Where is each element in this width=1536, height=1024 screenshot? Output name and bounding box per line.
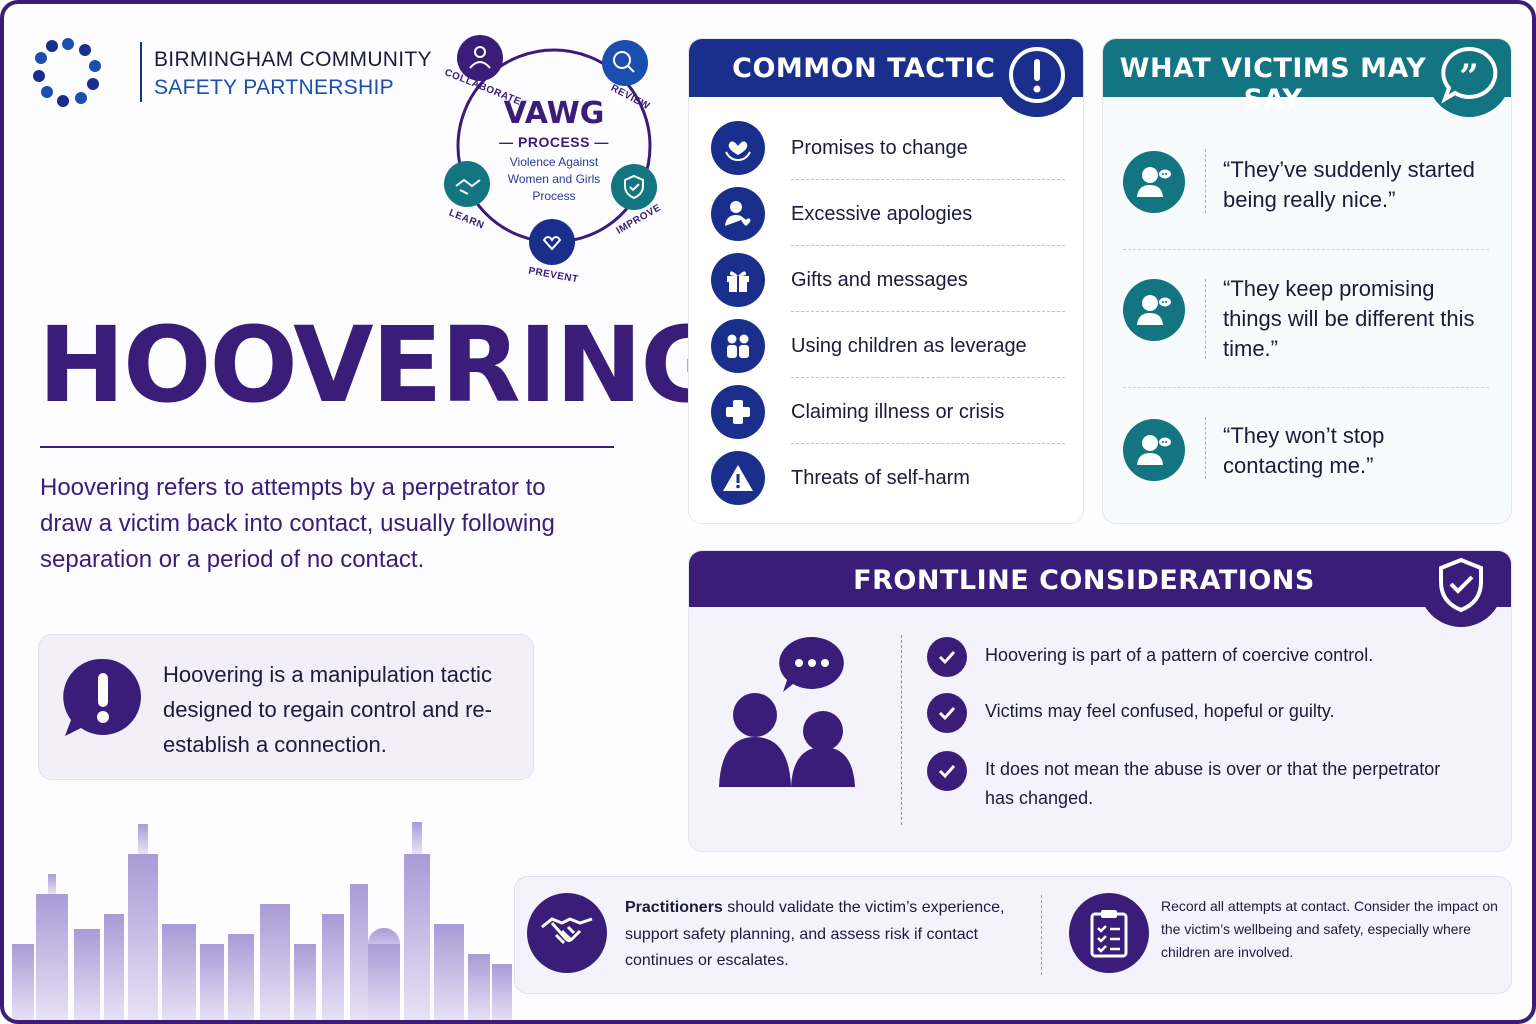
consideration-item: Victims may feel confused, hopeful or gu… bbox=[927, 693, 1487, 733]
medical-cross-icon bbox=[711, 385, 765, 439]
tactic-item: Threats of self-harm bbox=[709, 443, 1065, 509]
quote-text: “They keep promising things will be diff… bbox=[1223, 276, 1475, 361]
tactic-separator bbox=[791, 311, 1065, 312]
consideration-text: Hoovering is part of a pattern of coerci… bbox=[985, 645, 1374, 665]
shield-check-icon bbox=[1419, 551, 1503, 627]
note-text: Hoovering is a manipulation tactic desig… bbox=[163, 662, 492, 757]
tactic-label: Gifts and messages bbox=[791, 269, 968, 291]
page-title: HOOVERING bbox=[38, 304, 726, 426]
speaking-person-icon bbox=[1123, 419, 1185, 481]
quote-item: “They’ve suddenly started being really n… bbox=[1123, 149, 1493, 229]
vawg-process-diagram: VAWG — PROCESS — Violence Against Women … bbox=[434, 22, 674, 292]
guidance-divider bbox=[1041, 895, 1042, 975]
gift-icon bbox=[711, 253, 765, 307]
record-guidance: Record all attempts at contact. Consider… bbox=[1161, 898, 1498, 960]
practitioners-rest: should validate the victim’s experience,… bbox=[625, 899, 1005, 969]
tactic-separator bbox=[791, 443, 1065, 444]
tactic-label: Claiming illness or crisis bbox=[791, 401, 1005, 423]
checkmark-icon bbox=[927, 637, 967, 677]
warning-icon bbox=[711, 451, 765, 505]
quote-text: “They won’t stop contacting me.” bbox=[1223, 423, 1385, 478]
logo-divider bbox=[140, 42, 142, 102]
speaking-person-icon bbox=[1123, 279, 1185, 341]
tactic-separator bbox=[791, 245, 1065, 246]
common-tactics-title: COMMON TACTICS bbox=[732, 53, 1016, 84]
quote-item: “They keep promising things will be diff… bbox=[1123, 275, 1493, 375]
practitioners-guidance: Practitioners should validate the victim… bbox=[625, 895, 1025, 975]
quote-separator bbox=[1123, 249, 1489, 250]
note-card: Hoovering is a manipulation tactic desig… bbox=[38, 634, 534, 780]
vawg-subtitle: — PROCESS — bbox=[499, 134, 609, 150]
svg-text:”: ” bbox=[1459, 57, 1479, 97]
tactic-separator bbox=[791, 179, 1065, 180]
frontline-considerations-panel: FRONTLINE CONSIDERATIONS Hoovering is pa… bbox=[688, 550, 1512, 852]
intro-text: Hoovering refers to attempts by a perpet… bbox=[40, 474, 555, 573]
partnership-logo: BIRMINGHAM COMMUNITY SAFETY PARTNERSHIP bbox=[32, 36, 432, 108]
city-skyline-illustration bbox=[12, 822, 512, 1020]
quote-divider bbox=[1205, 279, 1206, 359]
vawg-description: Violence Against Women and Girls Process bbox=[507, 155, 601, 203]
frontline-title: FRONTLINE CONSIDERATIONS bbox=[853, 565, 1315, 596]
handshake-icon bbox=[527, 893, 607, 973]
tactic-item: Claiming illness or crisis bbox=[709, 377, 1065, 444]
consideration-item: Hoovering is part of a pattern of coerci… bbox=[927, 637, 1487, 677]
person-heart-icon bbox=[711, 187, 765, 241]
quote-divider bbox=[1205, 149, 1206, 213]
tactic-item: Promises to change bbox=[709, 113, 1065, 180]
exclamation-icon bbox=[995, 39, 1079, 117]
tactic-label: Using children as leverage bbox=[791, 335, 1027, 357]
checkmark-icon bbox=[927, 751, 967, 791]
vawg-title: VAWG bbox=[503, 96, 605, 131]
speaking-person-icon bbox=[1123, 151, 1185, 213]
tactic-label: Threats of self-harm bbox=[791, 467, 970, 489]
logo-title: BIRMINGHAM COMMUNITY bbox=[154, 48, 432, 71]
heart-hands-icon bbox=[711, 121, 765, 175]
frontline-header: FRONTLINE CONSIDERATIONS bbox=[689, 551, 1511, 607]
quote-bubble-icon: ” bbox=[1427, 39, 1511, 117]
quote-item: “They won’t stop contacting me.” bbox=[1123, 417, 1493, 497]
consideration-text: Victims may feel confused, hopeful or gu… bbox=[985, 701, 1335, 721]
consideration-item: It does not mean the abuse is over or th… bbox=[927, 751, 1487, 815]
clipboard-checklist-icon bbox=[1069, 893, 1149, 973]
victims-say-panel: WHAT VICTIMS MAY SAY ” “They’ve suddenly… bbox=[1102, 38, 1512, 524]
quote-text: “They’ve suddenly started being really n… bbox=[1223, 157, 1475, 212]
tactic-separator bbox=[791, 377, 1065, 378]
logo-subtitle: SAFETY PARTNERSHIP bbox=[154, 76, 394, 99]
tactic-item: Gifts and messages bbox=[709, 245, 1065, 312]
quote-divider bbox=[1205, 417, 1206, 479]
frontline-divider bbox=[901, 635, 902, 825]
common-tactics-panel: COMMON TACTICS Promises to change Excess… bbox=[688, 38, 1084, 524]
victims-say-title: WHAT VICTIMS MAY SAY bbox=[1119, 53, 1427, 115]
people-conversation-icon bbox=[719, 636, 855, 787]
checkmark-icon bbox=[927, 693, 967, 733]
tactic-label: Promises to change bbox=[791, 137, 968, 159]
children-icon bbox=[711, 319, 765, 373]
tactic-label: Excessive apologies bbox=[791, 203, 973, 225]
logo-ring-icon bbox=[33, 38, 101, 107]
tactic-item: Using children as leverage bbox=[709, 311, 1065, 378]
consideration-text: It does not mean the abuse is over or th… bbox=[985, 759, 1441, 808]
practitioners-lead: Practitioners bbox=[625, 899, 723, 916]
quote-separator bbox=[1123, 387, 1489, 388]
exclamation-bubble-icon bbox=[63, 658, 141, 736]
tactic-item: Excessive apologies bbox=[709, 179, 1065, 246]
guidance-bar: Practitioners should validate the victim… bbox=[514, 876, 1512, 994]
title-rule bbox=[40, 446, 614, 448]
